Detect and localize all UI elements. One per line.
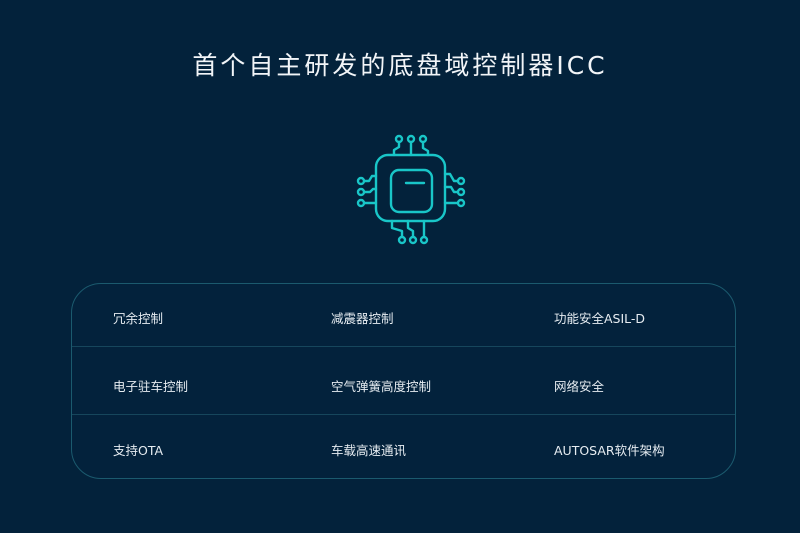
page-title: 首个自主研发的底盘域控制器ICC [192, 51, 608, 80]
feature-electronic-parking: 电子驻车控制 [113, 379, 189, 394]
chip-icon [356, 134, 466, 245]
feature-redundant-control: 冗余控制 [113, 311, 164, 326]
features-row: 冗余控制 减震器控制 功能安全ASIL-D [72, 284, 735, 346]
feature-autosar: AUTOSAR软件架构 [554, 443, 665, 458]
feature-cyber-security: 网络安全 [554, 379, 605, 394]
feature-high-speed-comm: 车载高速通讯 [331, 443, 407, 458]
features-panel: 冗余控制 减震器控制 功能安全ASIL-D 电子驻车控制 空气弹簧高度控制 网络… [71, 283, 736, 479]
features-row: 支持OTA 车载高速通讯 AUTOSAR软件架构 [72, 414, 735, 479]
feature-damper-control: 减震器控制 [331, 311, 394, 326]
features-row: 电子驻车控制 空气弹簧高度控制 网络安全 [72, 346, 735, 415]
feature-air-spring-height: 空气弹簧高度控制 [331, 379, 432, 394]
feature-ota: 支持OTA [113, 443, 164, 458]
feature-functional-safety: 功能安全ASIL-D [554, 311, 646, 326]
